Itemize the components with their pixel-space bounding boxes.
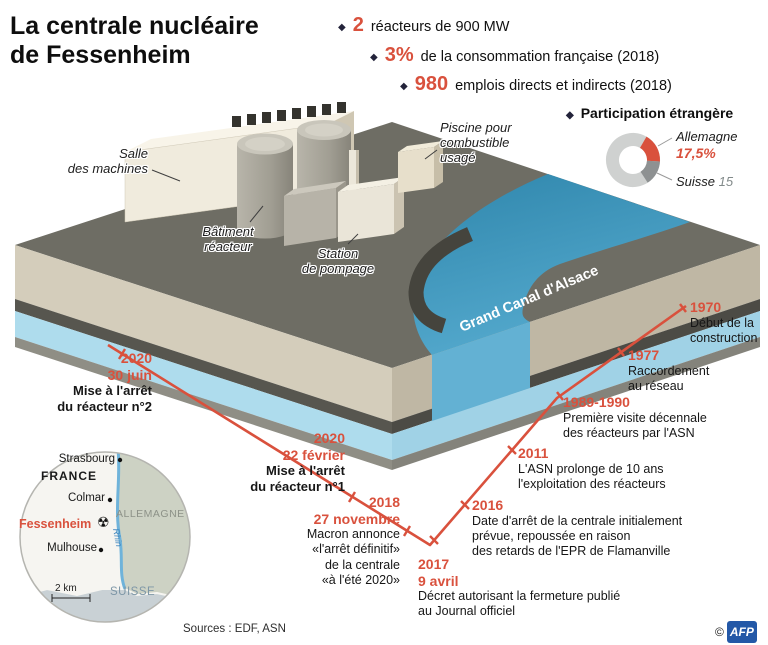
timeline-date: 9 avril [418, 572, 459, 589]
map-scale-label: 2 km [55, 583, 77, 594]
map-city-dots [98, 457, 123, 553]
map-graphic: Rhin [19, 451, 191, 623]
diamond-icon: ◆ [338, 22, 346, 33]
timeline-event-1989-1990: 1989-1990 Première visite décennale des … [563, 394, 707, 440]
map-region-label-france: FRANCE [41, 469, 97, 483]
page-title: La centrale nucléaire de Fessenheim [10, 12, 259, 69]
timeline-event-1977: 1977 Raccordement au réseau [628, 347, 710, 393]
timeline-date: 27 novembre [313, 510, 400, 527]
map-region-suisse [20, 587, 190, 622]
timeline-event-2020-fevrier: 2020 22 février Mise à l'arrêt du réacte… [237, 430, 345, 495]
participation-heading: ◆ Participation étrangère [566, 105, 734, 121]
fact-jobs: ◆ 980 emplois directs et indirects (2018… [400, 73, 672, 96]
fact-value: 2 [352, 14, 364, 36]
map-inset: Rhin Strasbourg FRANCE Colmar Fessenheim… [17, 449, 193, 625]
donut-label-suisse: Suisse 15 [676, 174, 734, 189]
map-region-label-suisse: SUISSE [110, 586, 156, 598]
label-salle-des-machines: Salle des machines [67, 146, 148, 177]
copyright-symbol: © [715, 625, 724, 639]
timeline-event-2020-juin: 2020 30 juin Mise à l'arrêt du réacteur … [52, 350, 152, 415]
fuel-pool-building [398, 141, 443, 193]
fact-reactors: ◆ 2 réacteurs de 900 MW [338, 14, 509, 37]
fact-text: emplois directs et indirects (2018) [455, 78, 672, 94]
fact-text: réacteurs de 900 MW [370, 19, 510, 35]
pumping-station [338, 150, 404, 242]
map-river-label: Rhin [111, 528, 124, 548]
donut-value-suisse: 15 [718, 174, 734, 189]
canal-spill [432, 322, 530, 421]
canal: Grand Canal d'Alsace [408, 174, 690, 421]
participation-donut-chart [606, 133, 673, 187]
donut-suisse-segment [606, 133, 660, 187]
credit: © AFP [715, 621, 757, 643]
fact-consumption: ◆ 3% de la consommation française (2018) [370, 44, 659, 67]
map-city-mulhouse: Mulhouse [47, 542, 97, 554]
radiation-icon: ☢ [97, 514, 110, 530]
timeline-line [107, 303, 687, 547]
map-city-fessenheim: Fessenheim [19, 517, 92, 531]
reactor-annex [284, 181, 346, 246]
timeline-event-2011: 2011 L'ASN prolonge de 10 ans l'exploita… [518, 445, 666, 491]
map-river-rhin [115, 452, 127, 590]
canal-jetty [408, 227, 474, 334]
label-pointer-lines [151, 149, 438, 245]
label-batiment-reacteur: Bâtiment réacteur [202, 224, 254, 255]
diamond-icon: ◆ [370, 52, 378, 63]
map-region-label-allemagne: ALLEMAGNE [116, 508, 185, 520]
reactor-cylinder-1 [237, 133, 293, 239]
map-region-allemagne [117, 452, 190, 599]
afp-logo: AFP [726, 621, 757, 643]
timeline-date: 30 juin [107, 366, 152, 383]
timeline-ticks [117, 303, 687, 545]
timeline-event-2017: 2017 9 avril Décret autorisant la fermet… [418, 556, 621, 619]
roof-vents [232, 102, 346, 127]
label-station-pompage: Station de pompage [301, 246, 375, 277]
map-scale-bar [51, 594, 91, 602]
timeline-event-1970: 1970 Début de la construction [690, 299, 758, 345]
donut-label-allemagne: Allemagne 17,5% [676, 129, 738, 161]
map-city-colmar: Colmar [67, 492, 105, 504]
diamond-icon: ◆ [400, 81, 408, 92]
sources-text: Sources : EDF, ASN [183, 623, 286, 635]
fact-value: 980 [414, 73, 449, 95]
fact-text: de la consommation française (2018) [420, 49, 660, 65]
diamond-icon: ◆ [566, 110, 574, 121]
map-city-strasbourg: Strasbourg [58, 453, 115, 465]
map-border [19, 451, 191, 623]
timeline-date: 22 février [282, 446, 345, 463]
timeline-event-2016: 2016 Date d'arrêt de la centrale initial… [472, 497, 683, 559]
donut-value-allemagne: 17,5% [676, 144, 716, 161]
donut-leader-lines [656, 137, 673, 181]
fact-value: 3% [384, 44, 414, 66]
timeline-event-2018: 2018 27 novembre Macron annonce «l'arrêt… [290, 494, 400, 588]
label-piscine-combustible: Piscine pour combustible usagé [440, 120, 512, 166]
